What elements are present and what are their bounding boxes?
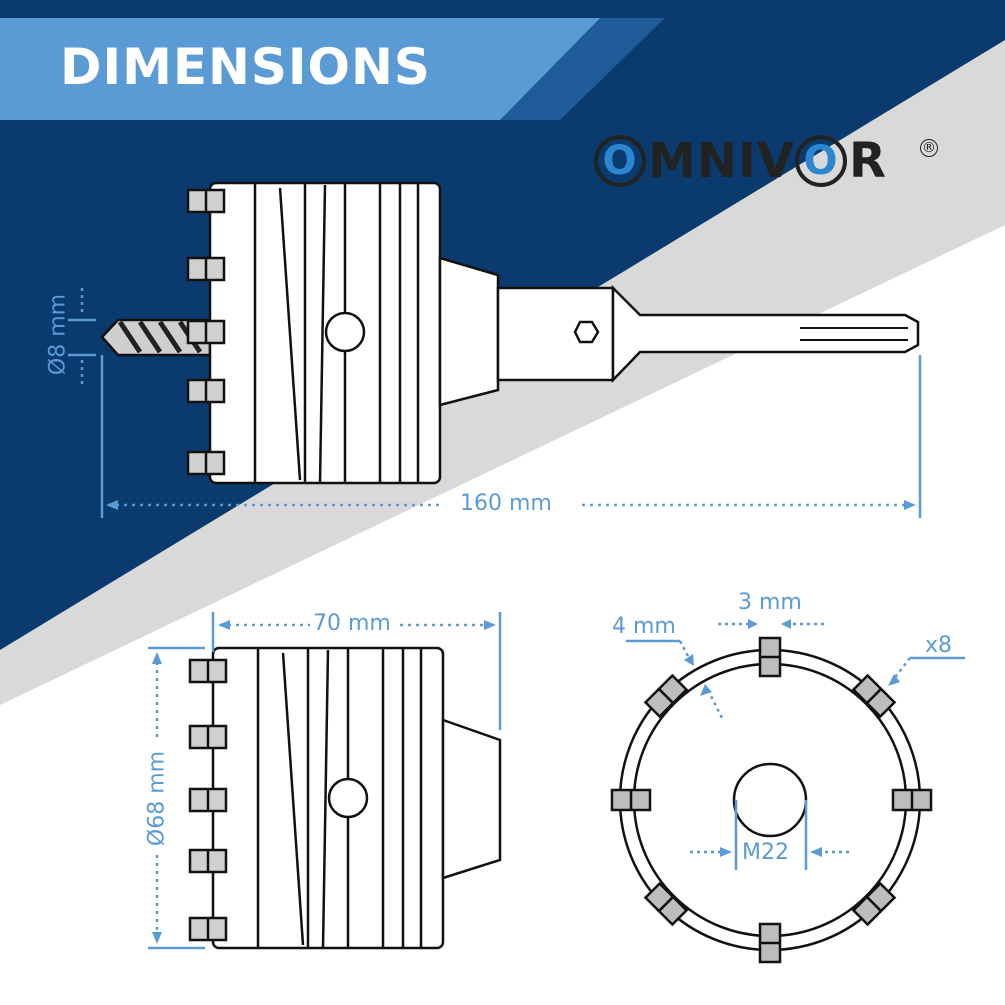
logo-letters-mid: MNIV bbox=[648, 133, 795, 189]
teeth-top bbox=[186, 188, 226, 476]
label-core-diameter: Ø68 mm bbox=[144, 750, 170, 847]
core-vent-hole-top bbox=[324, 311, 366, 353]
adapter-cone-bottom bbox=[441, 718, 502, 880]
label-total-length: 160 mm bbox=[460, 491, 552, 516]
registered-mark: ® bbox=[920, 139, 938, 157]
label-tooth-height: 4 mm bbox=[612, 614, 676, 639]
sds-shank bbox=[611, 284, 920, 384]
tool-side-view bbox=[100, 181, 920, 485]
label-core-length: 70 mm bbox=[313, 611, 391, 636]
dimension-lines-top bbox=[68, 288, 922, 518]
label-thread: M22 bbox=[742, 840, 789, 865]
core-front-view bbox=[610, 636, 933, 964]
page-title: DIMENSIONS bbox=[60, 38, 431, 96]
label-drill-diameter: Ø8 mm bbox=[45, 293, 71, 376]
label-tooth-width: 3 mm bbox=[738, 590, 802, 615]
dimension-lines-front bbox=[626, 619, 965, 870]
hex-hole bbox=[573, 320, 600, 344]
logo-letter-o1: O bbox=[594, 135, 646, 187]
logo-letter-r: R bbox=[848, 133, 887, 189]
teeth-bottom bbox=[188, 658, 228, 942]
brand-logo: O MNIV O R bbox=[594, 133, 887, 189]
adapter-cone-top bbox=[438, 256, 500, 407]
logo-letter-o2: O bbox=[794, 135, 847, 187]
core-vent-hole-bottom bbox=[327, 777, 369, 819]
teeth-front bbox=[610, 636, 933, 964]
title-banner-light bbox=[0, 18, 600, 120]
label-tooth-count: x8 bbox=[925, 633, 953, 658]
thread-bore bbox=[732, 762, 808, 838]
core-side-view bbox=[188, 646, 502, 950]
dimension-lines-bottom-left bbox=[148, 612, 502, 950]
